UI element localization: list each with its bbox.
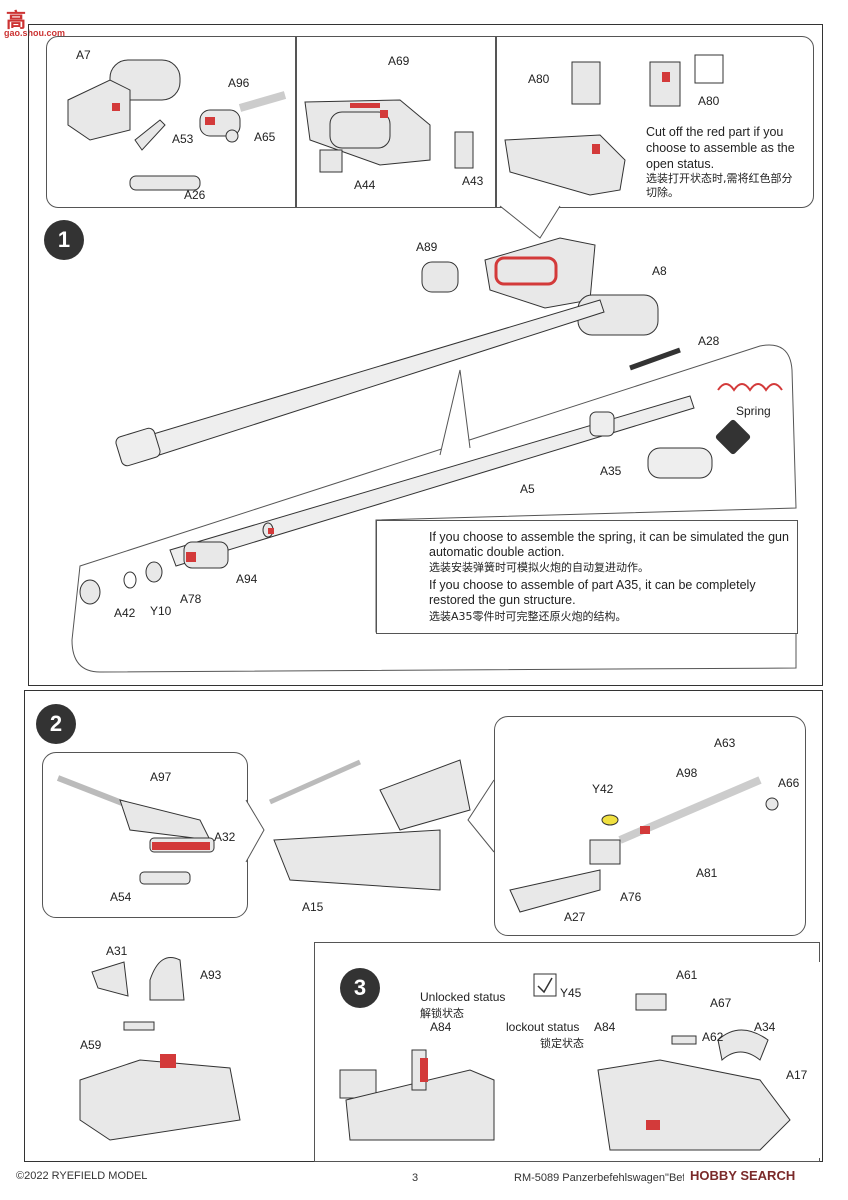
step1-label-a94: A94 [236, 572, 258, 586]
step2-label-y42: Y42 [592, 782, 614, 796]
step2-label-a59: A59 [80, 1038, 102, 1052]
footer-copyright: ©2022 RYEFIELD MODEL [16, 1170, 148, 1182]
step2-label-a32: A32 [214, 830, 236, 844]
step3-lockout-cn: 锁定状态 [540, 1037, 584, 1050]
step1-note-box: If you choose to assemble the spring, it… [376, 520, 798, 634]
step2-label-a15: A15 [302, 900, 324, 914]
step1-note-line1-en: If you choose to assemble the spring, it… [429, 530, 789, 559]
step3-label-a62: A62 [702, 1030, 724, 1044]
step3-label-a17: A17 [786, 1068, 808, 1082]
step1-label-a53: A53 [172, 132, 194, 146]
step1-label-a35: A35 [600, 464, 622, 478]
step3-label-a84-right: A84 [594, 1020, 616, 1034]
watermark-site-text: gao.shou.com [4, 28, 66, 38]
step1-note-line1-cn: 选装安装弹簧时可模拟火炮的自动复进动作。 [429, 561, 649, 574]
step3-number-badge: 3 [340, 968, 380, 1008]
watermark-brand-mark: 高 [6, 8, 26, 32]
step2-label-a63: A63 [714, 736, 736, 750]
step2-label-a97: A97 [150, 770, 172, 784]
step3-label-a67: A67 [710, 996, 732, 1010]
step3-unlocked-cn: 解锁状态 [420, 1007, 464, 1020]
step1-label-a89: A89 [416, 240, 438, 254]
step2-inset-left [42, 752, 248, 918]
step1-label-a65: A65 [254, 130, 276, 144]
step2-number-badge: 2 [36, 704, 76, 744]
step2-label-a76: A76 [620, 890, 642, 904]
step1-cut-note-en: Cut off the red part if you choose to as… [646, 125, 795, 171]
step3-label-y45: Y45 [560, 986, 582, 1000]
step1-label-a26: A26 [184, 188, 206, 202]
step1-label-a69: A69 [388, 54, 410, 68]
step2-label-a98: A98 [676, 766, 698, 780]
step3-label-a84-left: A84 [430, 1020, 452, 1034]
step1-label-a7: A7 [76, 48, 91, 62]
step1-cut-note-cn: 选装打开状态时,需将红色部分切除。 [646, 172, 793, 199]
watermark-logo: 高 gao.shou.com [4, 4, 66, 38]
step1-note-line2-en: If you choose to assemble of part A35, i… [429, 578, 756, 607]
step1-label-a43: A43 [462, 174, 484, 188]
step1-label-a5: A5 [520, 482, 535, 496]
step1-label-a80-right: A80 [698, 94, 720, 108]
step2-label-a54: A54 [110, 890, 132, 904]
step2-label-a93: A93 [200, 968, 222, 982]
step2-label-a66: A66 [778, 776, 800, 790]
step1-label-a28: A28 [698, 334, 720, 348]
step2-label-a27: A27 [564, 910, 586, 924]
step1-label-a78: A78 [180, 592, 202, 606]
step3-unlocked-en: Unlocked status [420, 990, 506, 1004]
footer-brand-text: HOBBY SEARCH [690, 1168, 796, 1183]
step3-label-a61: A61 [676, 968, 698, 982]
step1-label-y10: Y10 [150, 604, 172, 618]
step1-label-a44: A44 [354, 178, 376, 192]
step3-label-a34: A34 [754, 1020, 776, 1034]
footer-title: RM-5089 Panzerbefehlswagen"Befehls-Lösun… [514, 1172, 684, 1184]
step2-label-a31: A31 [106, 944, 128, 958]
footer-page-number: 3 [412, 1172, 419, 1184]
step3-lockout-en: lockout status [506, 1020, 580, 1034]
step1-label-a96: A96 [228, 76, 250, 90]
step2-label-a81: A81 [696, 866, 718, 880]
step1-label-a80-left: A80 [528, 72, 550, 86]
step1-note-line2-cn: 选装A35零件时可完整还原火炮的结构。 [429, 610, 627, 623]
footer-brand-logo: HOBBY SEARCH [690, 1168, 795, 1183]
step1-label-a42: A42 [114, 606, 136, 620]
step1-number-badge: 1 [44, 220, 84, 260]
step1-label-spring: Spring [736, 404, 771, 418]
step1-label-a8: A8 [652, 264, 667, 278]
step1-frame [28, 24, 823, 686]
